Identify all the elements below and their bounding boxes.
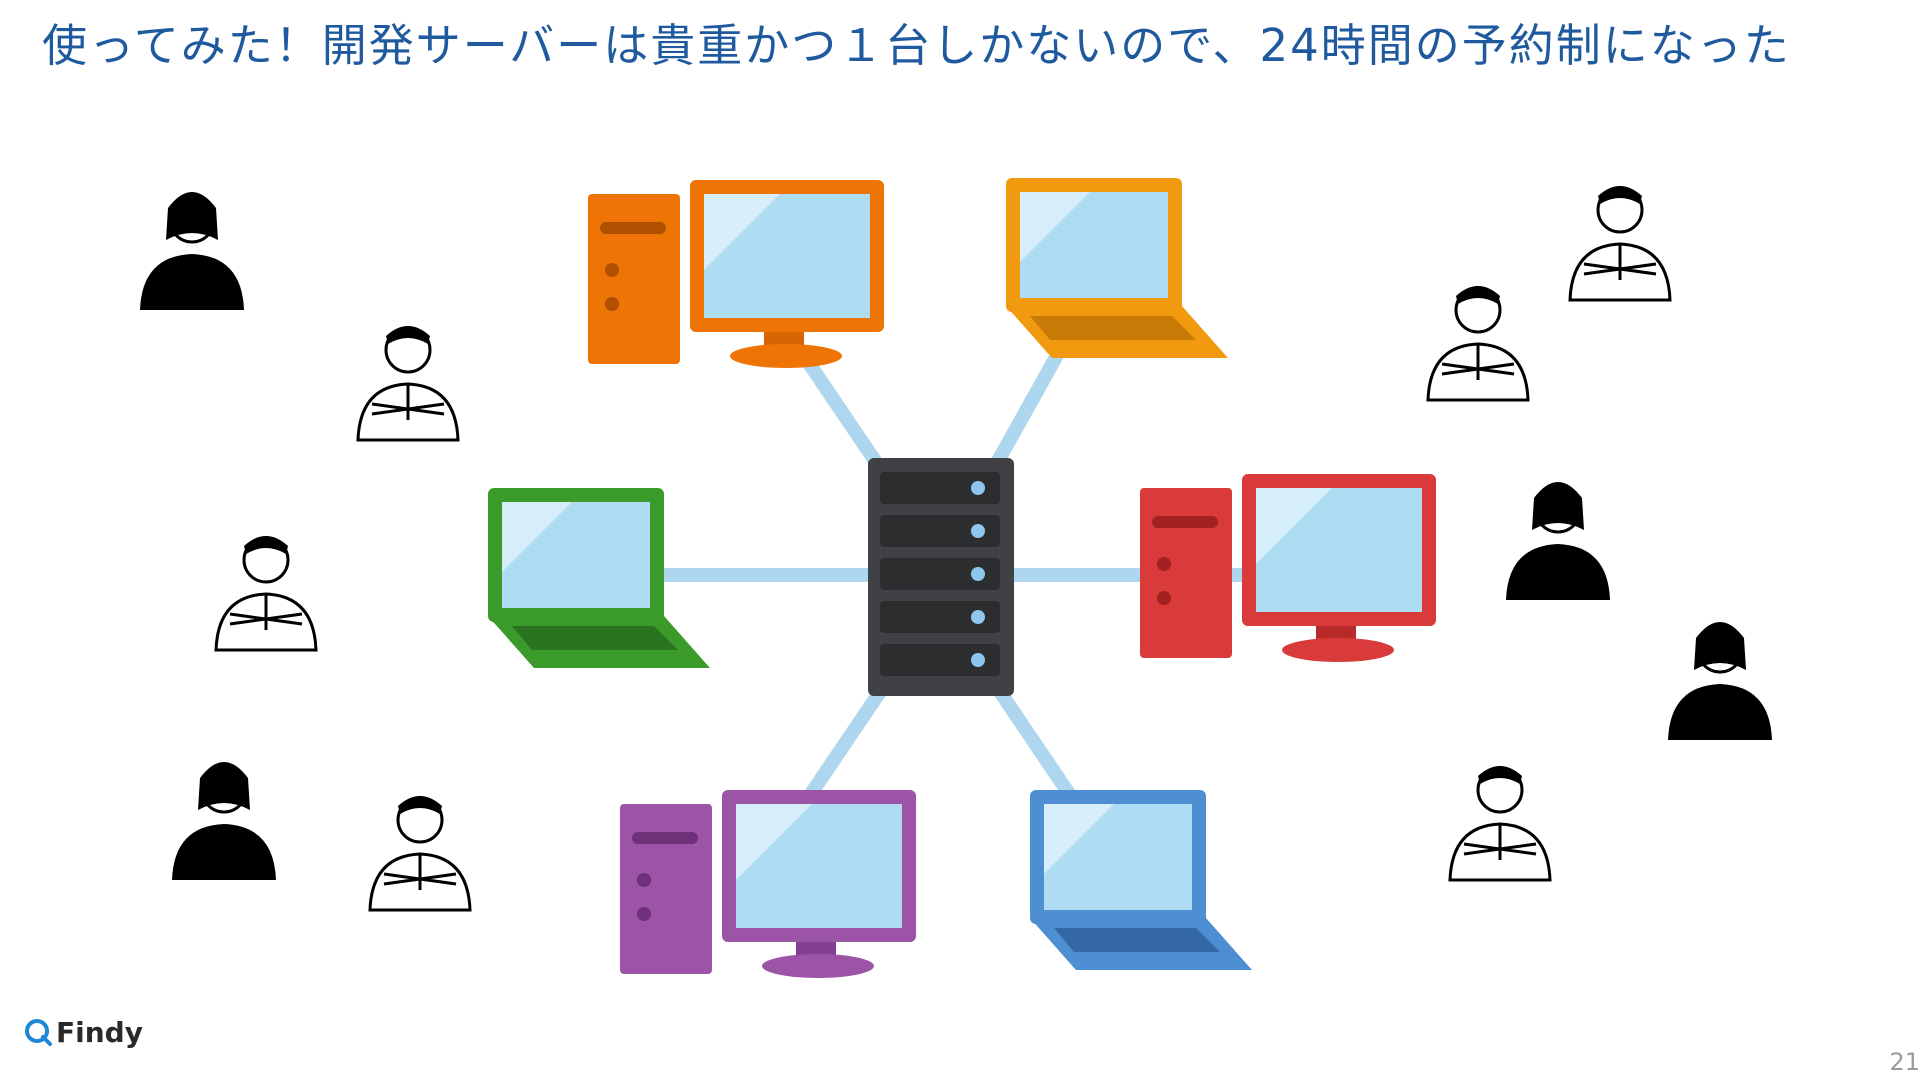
slide-title: 使ってみた！開発サーバーは貴重かつ１台しかないので、24時間の予約制になった [42,19,1791,72]
server-icon [868,458,1014,696]
page-number: 21 [1889,1048,1920,1076]
person-icon [368,794,472,912]
desktop-computer-icon [1140,474,1436,662]
desktop-computer-icon [588,180,884,368]
findy-logo: Findy [24,1014,164,1050]
laptop-icon [488,488,710,668]
person-icon [1666,620,1774,742]
person-icon [138,190,246,312]
person-icon [1568,184,1672,302]
person-icon [1448,764,1552,882]
findy-logo-icon [25,1019,52,1046]
person-icon [1504,480,1612,602]
person-icon [170,760,278,882]
desktop-computer-icon [620,790,916,978]
laptop-icon [1030,790,1252,970]
person-icon [1426,284,1530,402]
logo-text: Findy [56,1015,143,1049]
laptop-icon [1006,178,1228,358]
person-icon [356,324,460,442]
person-icon [214,534,318,652]
